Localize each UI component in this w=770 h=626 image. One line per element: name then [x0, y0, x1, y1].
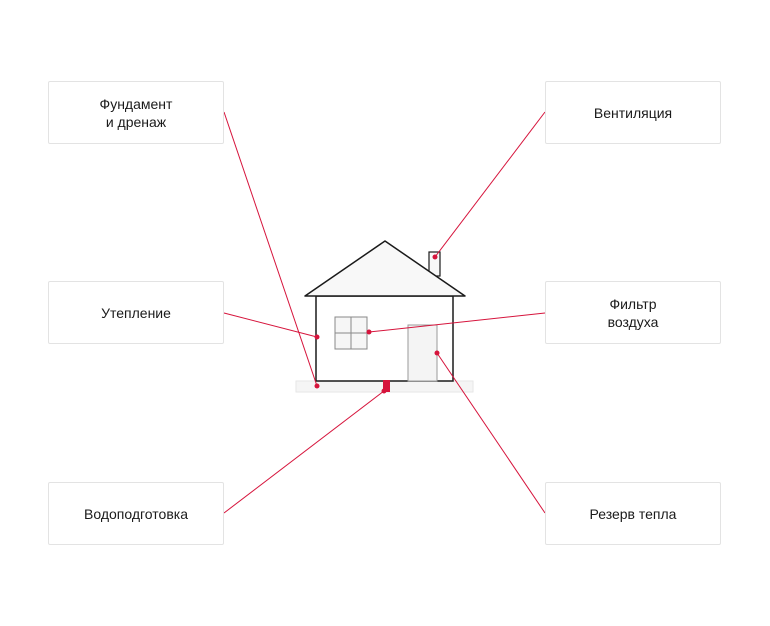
anchor-dot-insulation: [314, 334, 320, 340]
leader-line-heat-reserve: [436, 352, 546, 514]
leader-line-water-treatment: [223, 390, 385, 514]
air-filter-card-label: Фильтр воздуха: [607, 295, 659, 330]
ventilation-card-label: Вентиляция: [593, 104, 673, 121]
heat-reserve-card[interactable]: Резерв тепла: [545, 482, 721, 545]
leader-line-air-filter: [368, 312, 546, 333]
insulation-card-label: Утепление: [101, 304, 171, 321]
leader-line-foundation: [223, 111, 318, 387]
water-inlet-marker: [383, 380, 390, 392]
ventilation-card[interactable]: Вентиляция: [545, 81, 721, 144]
anchor-dot-water-treatment: [381, 388, 387, 394]
insulation-card[interactable]: Утепление: [48, 281, 224, 344]
anchor-dot-ventilation: [432, 254, 438, 260]
foundation-card-label: Фундамент и дренаж: [99, 95, 173, 130]
anchor-dot-heat-reserve: [434, 350, 440, 356]
water-treatment-card[interactable]: Водоподготовка: [48, 482, 224, 545]
leader-line-insulation: [223, 312, 318, 338]
leader-line-ventilation: [434, 111, 546, 258]
house-window: [334, 316, 368, 350]
foundation-card[interactable]: Фундамент и дренаж: [48, 81, 224, 144]
heat-reserve-card-label: Резерв тепла: [589, 505, 677, 522]
anchor-dot-foundation: [314, 383, 320, 389]
water-treatment-card-label: Водоподготовка: [84, 505, 188, 522]
house-door: [407, 324, 438, 382]
air-filter-card[interactable]: Фильтр воздуха: [545, 281, 721, 344]
house-roof: [304, 240, 466, 297]
anchor-dot-air-filter: [366, 329, 372, 335]
